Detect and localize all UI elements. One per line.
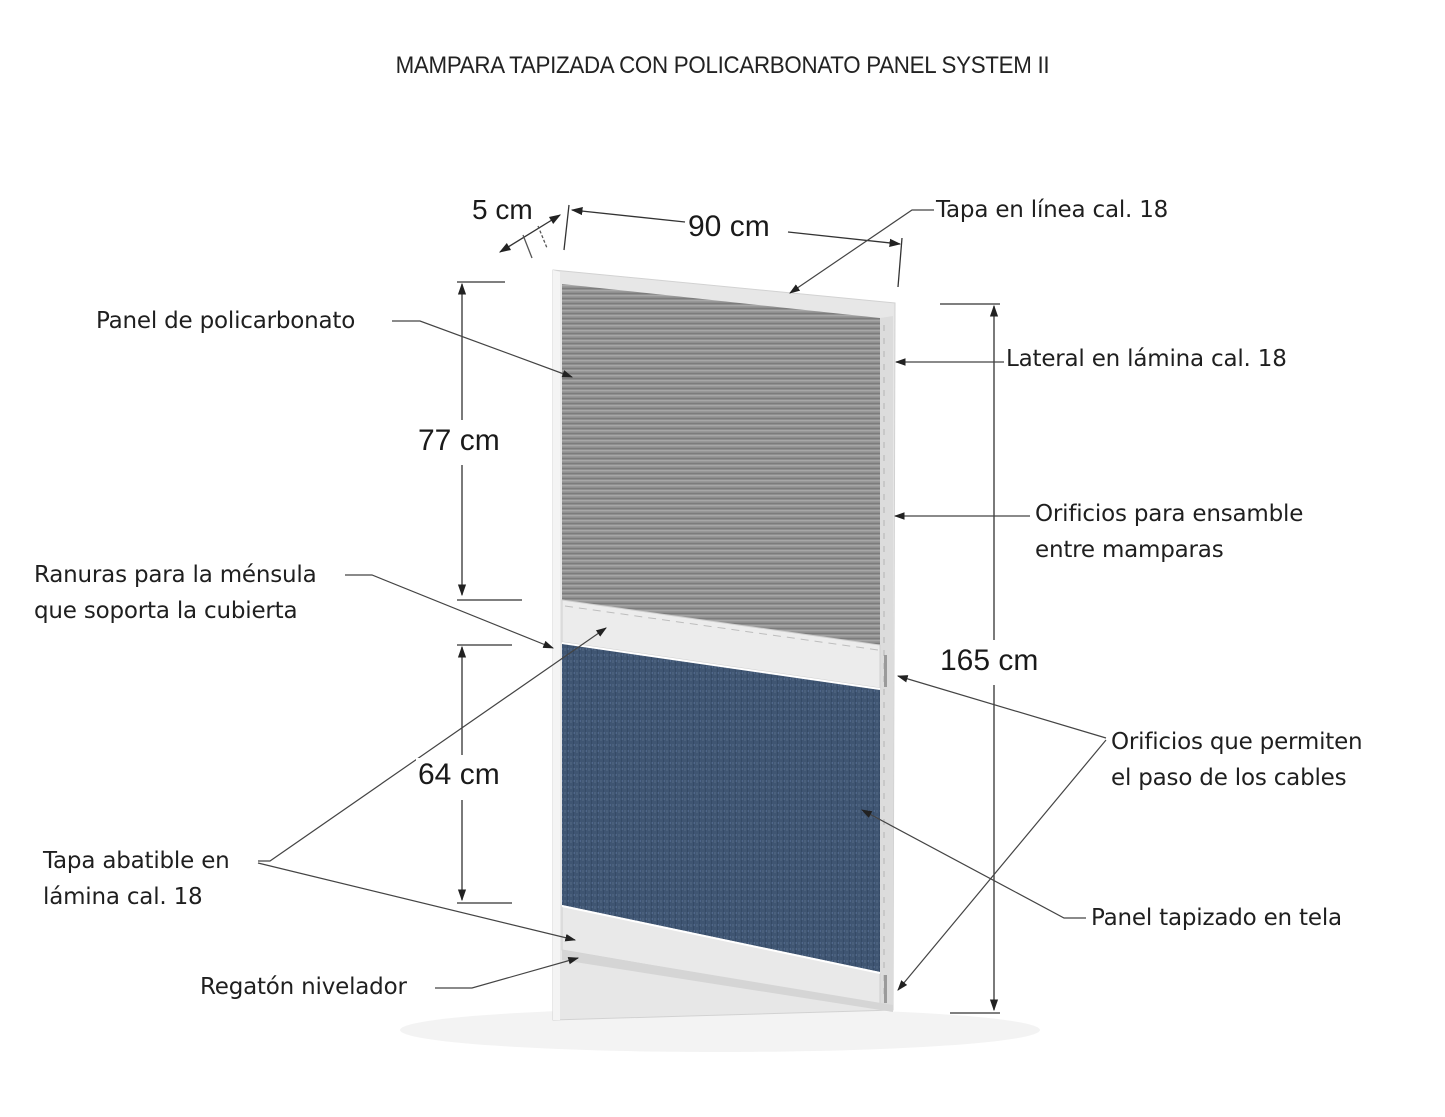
label-regaton: Regatón nivelador xyxy=(200,974,407,1000)
leader-tapa-linea xyxy=(789,209,934,294)
label-orificios-cables-2: el paso de los cables xyxy=(1111,765,1347,791)
dim-line-depth xyxy=(499,214,561,253)
polycarbonate-panel xyxy=(562,284,880,645)
fabric-panel xyxy=(562,643,880,972)
label-panel-tela: Panel tapizado en tela xyxy=(1091,905,1342,931)
label-tapa-abatible-2: lámina cal. 18 xyxy=(43,884,203,910)
label-lateral: Lateral en lámina cal. 18 xyxy=(1006,346,1287,372)
cable-slot-upper xyxy=(884,655,887,687)
leader-tapa-abatible-upper xyxy=(258,627,607,862)
leader-regaton xyxy=(435,957,580,989)
leader-cables-lower xyxy=(897,739,1107,991)
label-orificios-cables-1: Orificios que permiten xyxy=(1111,729,1363,755)
dimension-upper-height: 77 cm xyxy=(416,424,502,458)
leader-cables-upper xyxy=(896,675,1107,739)
cable-slot-lower xyxy=(884,975,887,1003)
label-ranuras-1: Ranuras para la ménsula xyxy=(34,562,317,588)
base-leveler xyxy=(562,950,893,1012)
leader-policarbonato xyxy=(392,320,574,378)
dim-line-width-left xyxy=(570,207,686,223)
label-orificios-ensamble-2: entre mamparas xyxy=(1035,537,1224,563)
dimension-lower-height: 64 cm xyxy=(416,758,502,792)
label-tapa-linea: Tapa en línea cal. 18 xyxy=(936,197,1169,223)
leader-panel-tela xyxy=(861,809,1086,919)
leader-tapa-abatible-lower xyxy=(257,862,577,942)
dimension-total-height: 165 cm xyxy=(938,644,1041,678)
label-ranuras-2: que soporta la cubierta xyxy=(34,598,298,624)
partition-panel xyxy=(552,269,896,1021)
dim-line-width-right xyxy=(787,231,902,247)
diagram-title: MAMPARA TAPIZADA CON POLICARBONATO PANEL… xyxy=(395,52,1050,79)
dimension-depth: 5 cm xyxy=(472,194,533,225)
label-orificios-ensamble-1: Orificios para ensamble xyxy=(1035,501,1304,527)
label-tapa-abatible-1: Tapa abatible en xyxy=(43,848,230,874)
leader-ranuras xyxy=(345,574,555,649)
label-panel-policarbonato: Panel de policarbonato xyxy=(96,308,356,334)
frame-left-edge xyxy=(553,270,560,1020)
dimension-width: 90 cm xyxy=(686,210,772,244)
